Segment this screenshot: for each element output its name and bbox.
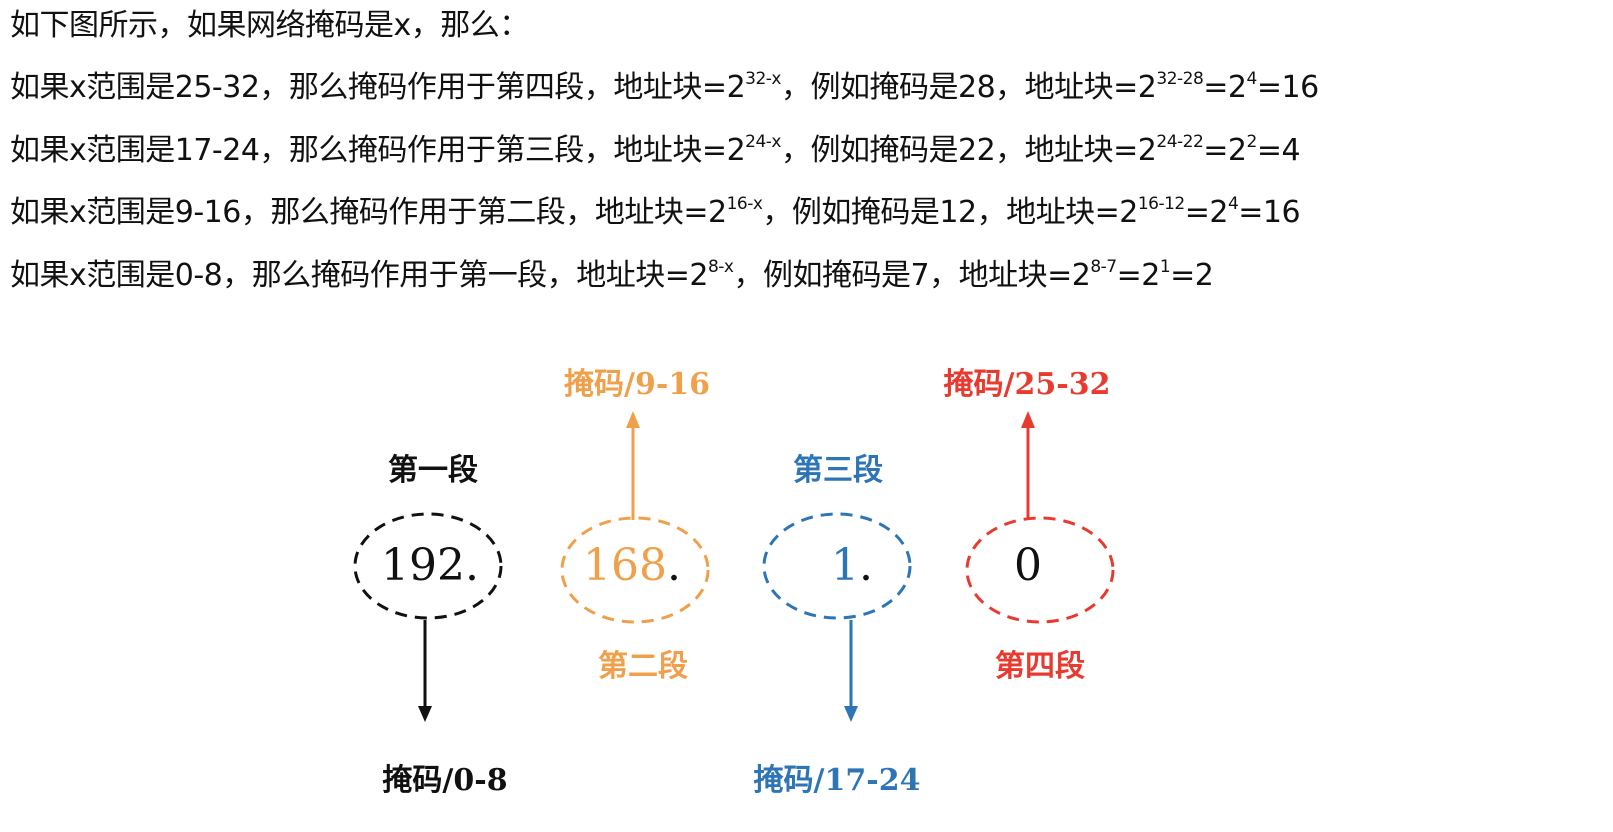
segment-2-label: 第二段	[598, 649, 688, 684]
segment-4-mask: 掩码/25-32	[944, 367, 1111, 402]
segment-4-ellipse	[965, 516, 1115, 624]
rule-line-2: 如果x范围是17-24，那么掩码作用于第三段，地址块=224-x，例如掩码是22…	[10, 132, 1301, 168]
segment-1-ellipse	[353, 512, 503, 620]
segment-4-label: 第四段	[995, 649, 1085, 684]
segment-1: 第一段 192. 掩码/0-8	[353, 453, 508, 798]
segment-3-value: 1.	[831, 540, 873, 591]
arrowhead-icon	[1021, 411, 1035, 428]
segment-1-mask: 掩码/0-8	[382, 763, 507, 798]
intro-text: 如下图所示，如果网络掩码是x，那么：	[10, 8, 529, 43]
rule-line-4: 如果x范围是0-8，那么掩码作用于第一段，地址块=28-x，例如掩码是7，地址块…	[10, 257, 1214, 293]
arrowhead-icon	[626, 411, 640, 428]
segment-2-ellipse	[560, 516, 710, 624]
segment-2-value: 168.	[583, 540, 681, 591]
segment-3-ellipse	[762, 512, 912, 620]
arrowhead-icon	[418, 706, 432, 722]
segment-3-mask: 掩码/17-24	[754, 763, 921, 798]
rule-line-3: 如果x范围是9-16，那么掩码作用于第二段，地址块=216-x，例如掩码是12，…	[10, 194, 1301, 230]
arrowhead-icon	[844, 706, 858, 722]
segment-4-value: 0	[1014, 540, 1042, 591]
segment-3-dot: .	[859, 540, 873, 591]
segment-2-number: 168	[583, 540, 667, 591]
segment-3: 第三段 1. 掩码/17-24	[754, 453, 921, 798]
segment-1-label: 第一段	[388, 453, 478, 488]
rule-line-1: 如果x范围是25-32，那么掩码作用于第四段，地址块=232-x，例如掩码是28…	[10, 69, 1319, 105]
segment-2: 掩码/9-16 168. 第二段	[560, 367, 710, 684]
segment-1-value: 192.	[381, 540, 479, 591]
segment-3-number: 1	[831, 540, 859, 591]
segment-4: 掩码/25-32 0 第四段	[944, 367, 1115, 684]
segment-3-label: 第三段	[793, 453, 883, 488]
segment-2-mask: 掩码/9-16	[564, 367, 710, 402]
segment-2-dot: .	[667, 540, 681, 591]
